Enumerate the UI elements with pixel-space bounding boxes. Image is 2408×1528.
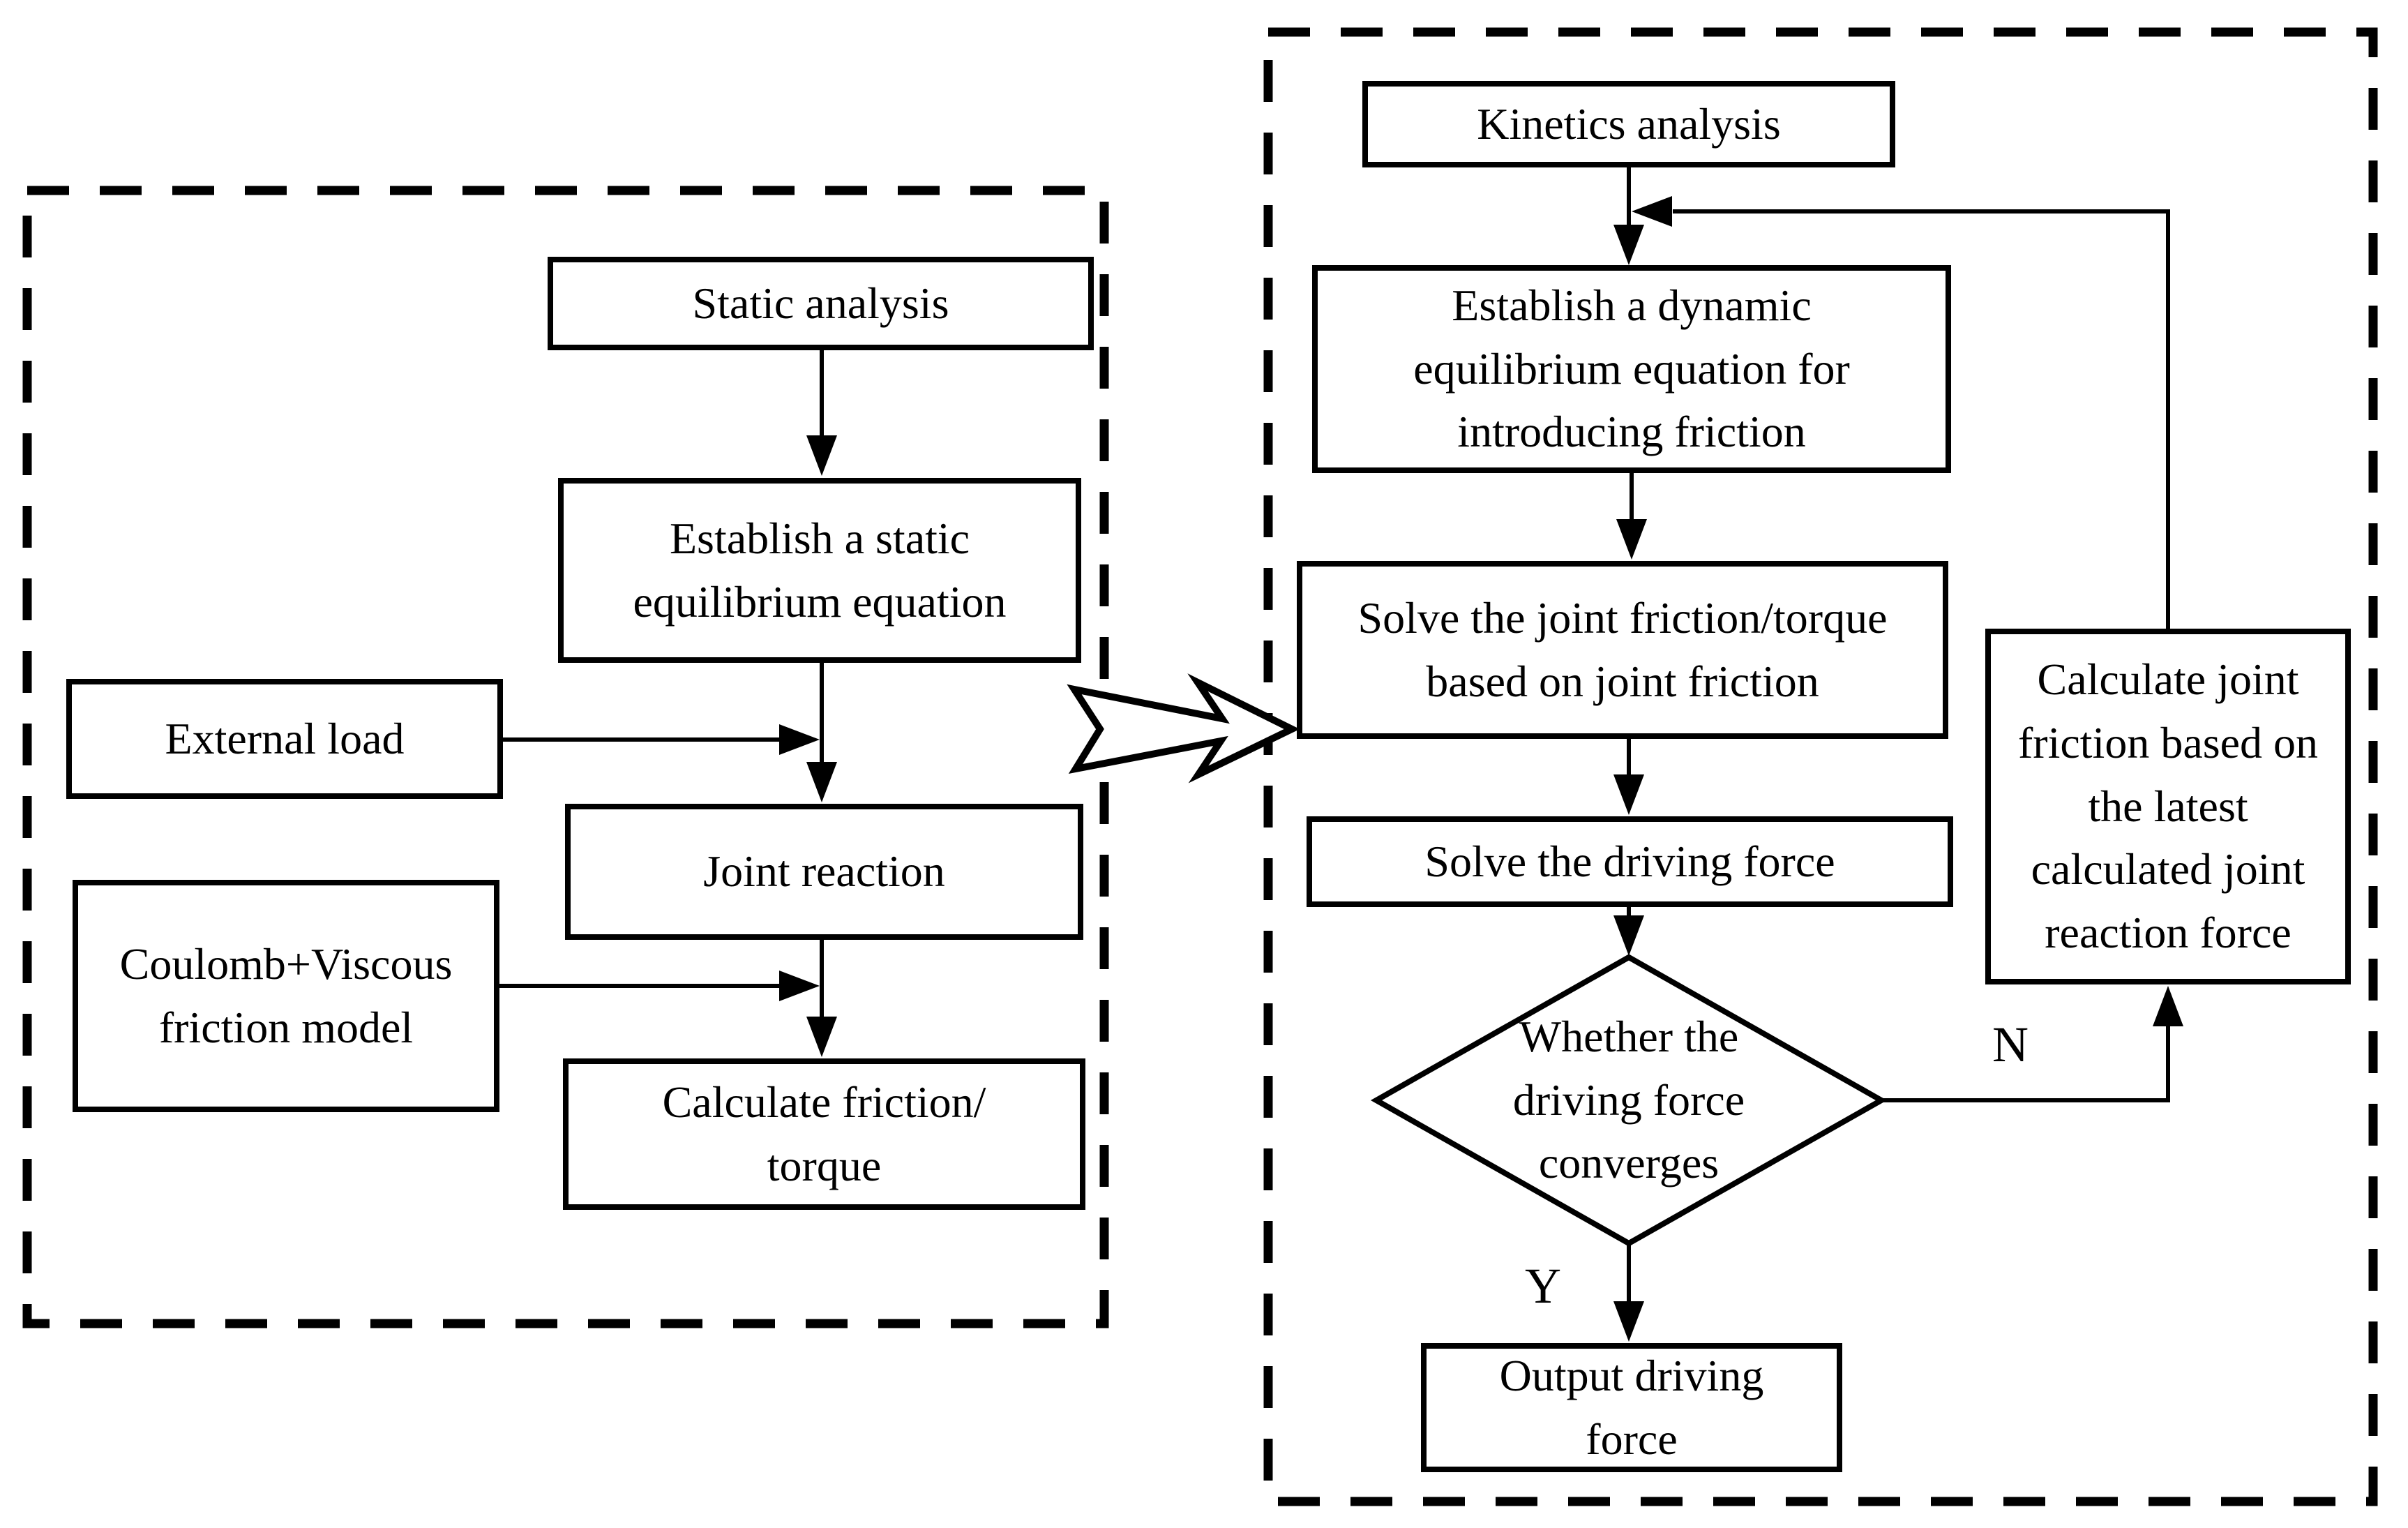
arrow-down-icon [1616,519,1647,560]
arrow-down-icon [1613,1301,1644,1342]
node-external-load: External load [66,679,503,799]
node-joint-reaction: Joint reaction [565,804,1083,940]
arrow-right-icon [779,724,820,755]
node-solve-driving-force-label: Solve the driving force [1424,836,1835,886]
node-calculate-joint-friction: Calculate joint friction based on the la… [1985,629,2351,984]
decision-converges-label: Whether the driving force converges [1512,1011,1745,1188]
connector-feedback-loop-top [1673,209,2170,629]
node-output-driving-force: Output driving force [1421,1343,1842,1472]
node-calculate-joint-friction-label: Calculate joint friction based on the la… [2017,654,2319,958]
node-static-analysis: Static analysis [548,257,1094,350]
arrow-down-icon [806,1017,837,1057]
arrow-down-icon [806,435,837,476]
connector-decision-no-branch [1881,1024,2170,1102]
branch-label-yes: Y [1501,1252,1585,1319]
arrow-down-icon [806,762,837,802]
arrow-left-icon [1632,196,1672,227]
arrow-up-icon [2153,986,2183,1026]
branch-label-yes-text: Y [1525,1258,1561,1314]
decision-diamond-shape [1370,954,1888,1247]
node-joint-reaction-label: Joint reaction [703,846,945,897]
node-calculate-friction-torque: Calculate friction/ torque [563,1058,1085,1210]
node-calculate-friction-torque-label: Calculate friction/ torque [662,1077,986,1190]
right-panel-dashed-border [1263,27,2378,1506]
node-solve-joint-friction: Solve the joint friction/torque based on… [1297,561,1948,739]
branch-label-no-text: N [1992,1017,2029,1072]
node-establish-dynamic-equilibrium: Establish a dynamic equilibrium equation… [1312,265,1951,473]
node-coulomb-viscous-model: Coulomb+Viscous friction model [73,880,499,1112]
node-establish-dynamic-equilibrium-label: Establish a dynamic equilibrium equation… [1413,280,1850,457]
node-kinetics-analysis-label: Kinetics analysis [1477,98,1781,149]
node-solve-joint-friction-label: Solve the joint friction/torque based on… [1357,592,1888,706]
node-external-load-label: External load [165,713,405,763]
node-establish-static-equilibrium-label: Establish a static equilibrium equation [633,513,1007,627]
branch-label-no: N [1969,1011,2052,1078]
decision-converges: Whether the driving force converges [1420,996,1838,1205]
arrow-down-icon [1613,774,1644,815]
panel-transition-arrow-icon [1067,673,1300,784]
node-establish-static-equilibrium: Establish a static equilibrium equation [558,478,1081,663]
node-coulomb-viscous-model-label: Coulomb+Viscous friction model [119,938,453,1052]
node-static-analysis-label: Static analysis [692,278,949,328]
node-solve-driving-force: Solve the driving force [1307,816,1953,907]
node-output-driving-force-label: Output driving force [1499,1350,1764,1464]
arrow-down-icon [1613,225,1644,265]
left-panel-dashed-border [22,186,1109,1328]
arrow-right-icon [779,971,820,1001]
node-kinetics-analysis: Kinetics analysis [1362,81,1895,167]
arrow-down-icon [1613,915,1644,956]
